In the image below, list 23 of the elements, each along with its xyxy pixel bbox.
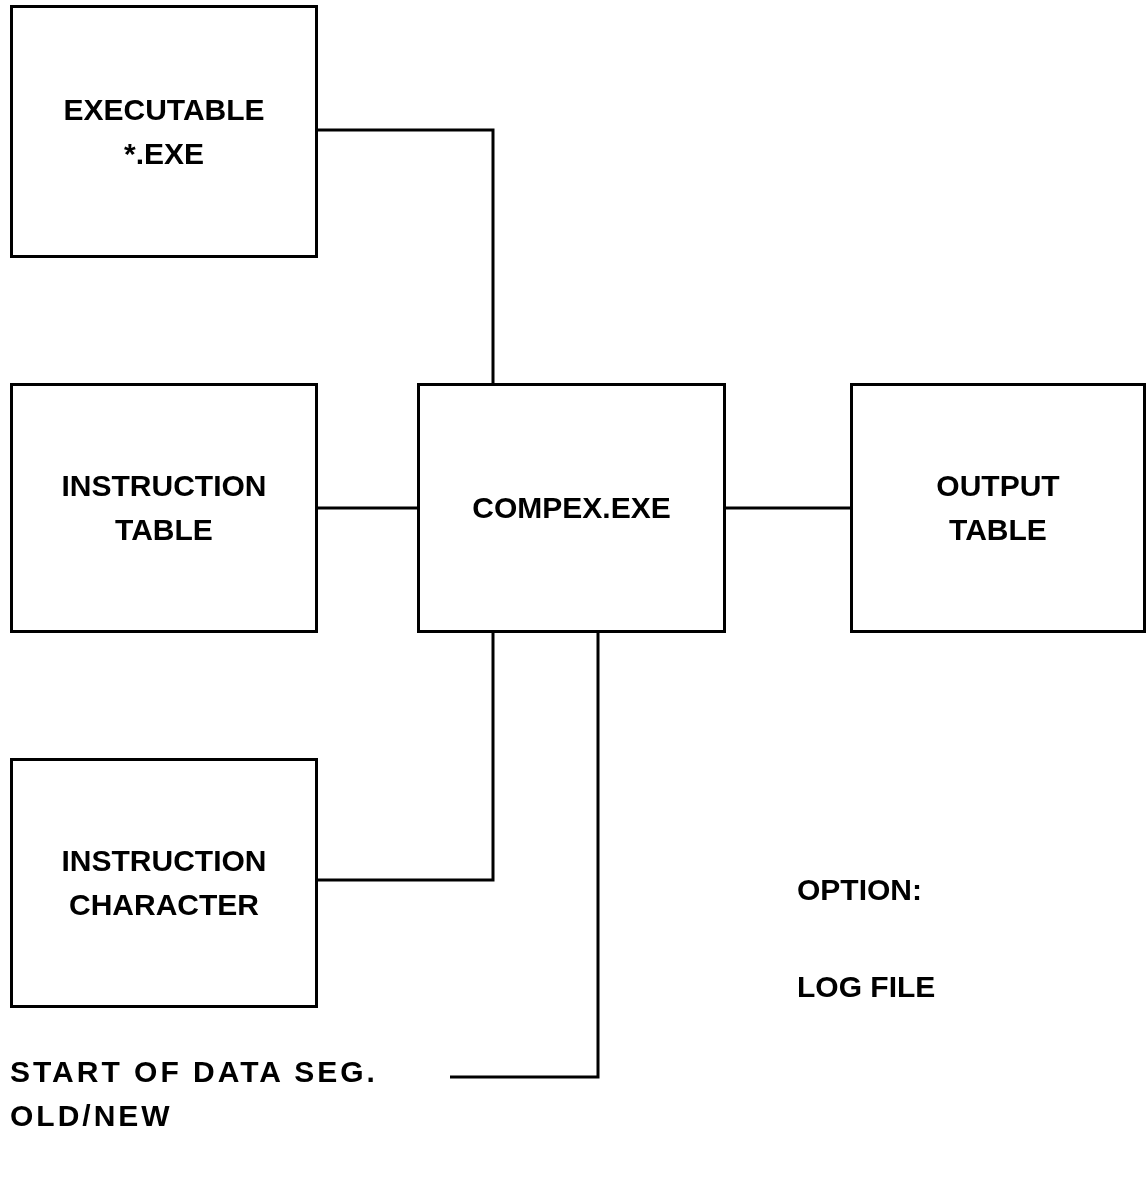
connector-line: [450, 633, 600, 1079]
connector-line: [318, 506, 417, 510]
process-box: [850, 383, 1146, 633]
box-label: COMPEX.EXE: [472, 490, 671, 526]
box-label: EXECUTABLE: [63, 91, 265, 128]
box-label: TABLE: [949, 512, 1047, 548]
process-box: [10, 758, 318, 1008]
box-label: CHARACTER: [69, 887, 259, 923]
note-text: OPTION:: [797, 872, 922, 908]
note-text: OLD/NEW: [10, 1098, 173, 1134]
box-label: TABLE: [115, 512, 213, 548]
connector-line: [318, 128, 495, 383]
process-box: [10, 5, 318, 258]
process-box: [10, 383, 318, 633]
box-label: *.EXE: [123, 135, 204, 172]
box-label: INSTRUCTION: [61, 468, 267, 504]
box-label: OUTPUT: [936, 468, 1060, 504]
process-box: [417, 383, 726, 633]
box-label: INSTRUCTION: [61, 843, 267, 879]
connector-line: [318, 633, 495, 882]
connector-line: [726, 506, 850, 510]
note-text: START OF DATA SEG.: [10, 1054, 378, 1090]
note-text: LOG FILE: [797, 969, 936, 1005]
